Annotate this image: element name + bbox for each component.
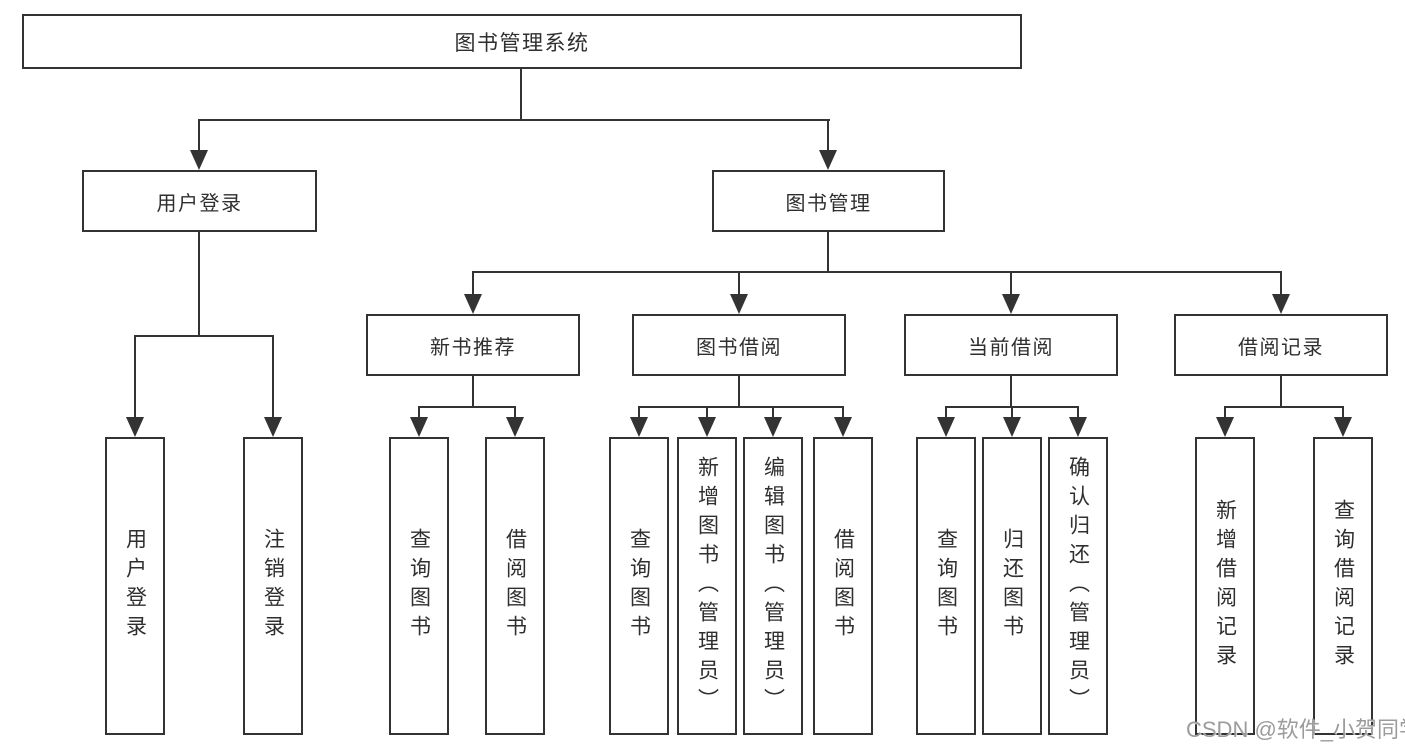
arrow-down-icon [1216,417,1234,437]
leaf-label: 查询图书 [407,528,431,644]
node-borrowing-records: 借阅记录 [1174,314,1388,376]
connector-book-mgmt-stub [827,230,829,273]
connector-new-book-stub [472,374,474,408]
leaf-label: 新增借阅记录 [1213,499,1237,673]
node-book-borrowing-label: 图书借阅 [696,336,782,359]
node-new-book-recommend: 新书推荐 [366,314,580,376]
node-user-login-label: 用户登录 [156,192,243,215]
leaf-label: 新增图书（管理员） [695,455,719,717]
node-user-login: 用户登录 [82,170,317,232]
leaf-label: 注销登录 [261,528,285,644]
node-leaf-return-books: 归还图书 [982,437,1042,735]
node-borrowing-records-label: 借阅记录 [1238,336,1324,359]
leaf-label: 编辑图书（管理员） [761,455,785,717]
leaf-label: 查询借阅记录 [1331,499,1355,673]
watermark: CSDN @软件_小贺同学 [1186,717,1405,742]
node-leaf-confirm-return-admin: 确认归还（管理员） [1048,437,1108,735]
arrow-down-icon [1334,417,1352,437]
connector-user-login-stub [198,230,200,337]
node-leaf-query-books-recommend: 查询图书 [389,437,449,735]
arrow-down-icon [698,417,716,437]
connector-drop [1224,406,1226,419]
leaf-label: 借阅图书 [831,528,855,644]
node-root: 图书管理系统 [22,14,1022,69]
leaf-label: 用户登录 [123,528,147,644]
connector-level1-bar [198,119,830,121]
node-leaf-user-login: 用户登录 [105,437,165,735]
connector-drop [772,406,774,419]
connector-drop [272,335,274,419]
connector-drop [1280,271,1282,296]
leaf-label: 查询图书 [934,528,958,644]
node-root-label: 图书管理系统 [454,31,590,55]
arrow-down-icon [1069,417,1087,437]
node-current-borrowing: 当前借阅 [904,314,1118,376]
connector-drop [472,271,474,296]
node-leaf-edit-books-admin: 编辑图书（管理员） [743,437,803,735]
node-current-borrowing-label: 当前借阅 [968,336,1054,359]
connector-drop [738,271,740,296]
leaf-label: 查询图书 [627,528,651,644]
node-new-book-recommend-label: 新书推荐 [430,336,516,359]
arrow-down-icon [730,294,748,314]
connector-drop [1077,406,1079,419]
arrow-down-icon [1002,294,1020,314]
arrow-down-icon [819,150,837,170]
connector-root-stub [520,67,522,121]
connector-drop-user-login [198,119,200,155]
connector-drop [842,406,844,419]
arrow-down-icon [506,417,524,437]
node-book-management: 图书管理 [712,170,945,232]
connector-borrow-record-stub [1280,374,1282,408]
node-leaf-borrow-books: 借阅图书 [813,437,873,735]
arrow-down-icon [410,417,428,437]
connector-level3-bar [472,271,1282,273]
connector-drop [706,406,708,419]
arrow-down-icon [1003,417,1021,437]
node-book-management-label: 图书管理 [785,192,872,215]
leaf-label: 确认归还（管理员） [1066,455,1090,717]
connector-drop [134,335,136,419]
connector-drop [1342,406,1344,419]
node-leaf-query-books-borrow: 查询图书 [609,437,669,735]
connector-book-borrow-bar [638,406,844,408]
connector-book-borrow-stub [738,374,740,408]
leaf-label: 借阅图书 [503,528,527,644]
arrow-down-icon [126,417,144,437]
leaf-label: 归还图书 [1000,528,1024,644]
node-leaf-query-books-current: 查询图书 [916,437,976,735]
connector-drop [638,406,640,419]
arrow-down-icon [630,417,648,437]
connector-borrow-record-bar [1224,406,1344,408]
node-leaf-add-books-admin: 新增图书（管理员） [677,437,737,735]
node-leaf-query-borrow-record: 查询借阅记录 [1313,437,1373,735]
arrow-down-icon [764,417,782,437]
connector-new-book-bar [418,406,516,408]
connector-drop-book-mgmt [827,119,829,155]
connector-user-login-bar [134,335,274,337]
arrow-down-icon [190,150,208,170]
node-leaf-add-borrow-record: 新增借阅记录 [1195,437,1255,735]
arrow-down-icon [264,417,282,437]
node-leaf-logout: 注销登录 [243,437,303,735]
connector-drop [1010,271,1012,296]
connector-drop [418,406,420,419]
arrow-down-icon [937,417,955,437]
connector-drop [1011,406,1013,419]
node-leaf-borrow-books-recommend: 借阅图书 [485,437,545,735]
arrow-down-icon [464,294,482,314]
connector-drop [514,406,516,419]
connector-current-borrow-stub [1010,374,1012,408]
connector-drop [945,406,947,419]
arrow-down-icon [834,417,852,437]
arrow-down-icon [1272,294,1290,314]
node-book-borrowing: 图书借阅 [632,314,846,376]
